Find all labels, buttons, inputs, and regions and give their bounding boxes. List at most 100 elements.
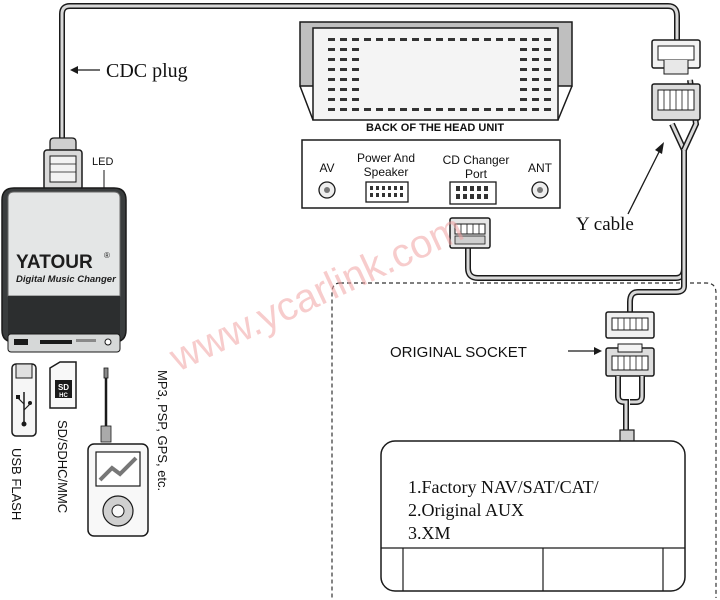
vent-hole (340, 48, 347, 51)
vent-hole (412, 38, 419, 41)
vent-hole (544, 78, 551, 81)
vent-hole (448, 38, 455, 41)
vent-hole (328, 108, 335, 111)
vent-hole (352, 38, 359, 41)
vent-hole (532, 98, 539, 101)
usb-flash-drive (11, 363, 37, 437)
power-speaker-line2: Speaker (364, 165, 409, 179)
vent-hole (328, 48, 335, 51)
vent-hole (328, 68, 335, 71)
connector-pin (370, 193, 373, 197)
registered-mark: ® (104, 251, 110, 260)
factory-device: 1.Factory NAV/SAT/CAT/ 2.Original AUX 3.… (380, 440, 686, 592)
connector-pin (484, 194, 488, 199)
vent-hole (352, 58, 359, 61)
factory-cable (615, 376, 645, 443)
y-cable-text: Y cable (576, 214, 634, 235)
y-cable (465, 79, 700, 312)
power-speaker-connector (365, 181, 409, 203)
connector-pin (484, 186, 488, 191)
vent-hole (340, 78, 347, 81)
y-cable-top-connector (651, 39, 701, 75)
factory-list-item: 3.XM (408, 523, 451, 543)
cdc-plug-text: CDC plug (106, 60, 188, 82)
vent-hole (352, 98, 359, 101)
vent-hole (448, 108, 455, 111)
vent-hole (520, 88, 527, 91)
av-label: AV (319, 161, 334, 175)
vent-hole (496, 108, 503, 111)
vent-hole (532, 108, 539, 111)
head-unit: BACK OF THE HEAD UNIT AV Power And Speak… (299, 21, 573, 209)
vent-hole (328, 78, 335, 81)
head-unit-label: BACK OF THE HEAD UNIT (366, 122, 504, 134)
original-socket (605, 343, 655, 377)
mp3-player (87, 367, 149, 537)
vent-hole (472, 108, 479, 111)
sd-card: SD HC (49, 361, 77, 409)
cd-changer-line1: CD Changer (443, 153, 510, 167)
vent-hole (544, 68, 551, 71)
connector-pin (376, 186, 379, 190)
vent-hole (328, 88, 335, 91)
usb-port (14, 339, 28, 345)
original-socket-text: ORIGINAL SOCKET (390, 344, 527, 361)
connector-pin (400, 186, 403, 190)
factory-list-item: 1.Factory NAV/SAT/CAT/ (408, 477, 599, 497)
original-socket-label: ORIGINAL SOCKET (390, 344, 602, 361)
vent-hole (352, 48, 359, 51)
vent-hole (352, 78, 359, 81)
vent-hole (520, 48, 527, 51)
cd-changer-connector (449, 181, 497, 205)
vent-hole (328, 58, 335, 61)
vent-hole (520, 58, 527, 61)
vent-hole (364, 38, 371, 41)
vent-hole (364, 108, 371, 111)
vent-hole (532, 78, 539, 81)
vent-hole (520, 78, 527, 81)
cdc-cable (59, 3, 680, 150)
vent-hole (412, 108, 419, 111)
connector-pin (400, 193, 403, 197)
y-cable-mid-connector (651, 83, 701, 121)
vent-hole (352, 108, 359, 111)
sd-slot (40, 340, 72, 344)
ant-label: ANT (528, 161, 553, 175)
connector-pin (470, 186, 474, 191)
vent-hole (508, 38, 515, 41)
factory-list-item: 2.Original AUX (408, 500, 524, 520)
vent-hole (496, 38, 503, 41)
vent-hole (400, 38, 407, 41)
vent-hole (340, 98, 347, 101)
connector-pin (394, 193, 397, 197)
vent-hole (484, 108, 491, 111)
cd-changer-line2: Port (465, 167, 488, 181)
original-socket-plug (605, 311, 655, 339)
vent-hole (532, 48, 539, 51)
factory-list: 1.Factory NAV/SAT/CAT/ 2.Original AUX 3.… (408, 477, 599, 543)
vent-hole (544, 98, 551, 101)
vent-hole (532, 68, 539, 71)
vent-hole (328, 38, 335, 41)
vent-hole (436, 38, 443, 41)
connector-pin (456, 194, 460, 199)
yatour-device: LED YATOUR ® Digital Music Changer (1, 137, 127, 353)
connector-pin (470, 194, 474, 199)
sd-label: SD/SDHC/MMC (55, 420, 70, 513)
connector-pin (477, 194, 481, 199)
vent-hole (508, 108, 515, 111)
sd-badge-top: SD (58, 383, 69, 392)
vent-hole (352, 88, 359, 91)
yatour-subtitle: Digital Music Changer (16, 274, 117, 285)
vent-hole (544, 88, 551, 91)
vent-hole (340, 68, 347, 71)
cdc-plug-label: CDC plug (70, 60, 188, 82)
cd-changer-plug (449, 217, 491, 249)
usb-flash-label: USB FLASH (9, 448, 24, 520)
vent-hole (532, 88, 539, 91)
vent-hole (520, 68, 527, 71)
vent-hole (400, 108, 407, 111)
connector-pin (463, 186, 467, 191)
vent-hole (532, 58, 539, 61)
